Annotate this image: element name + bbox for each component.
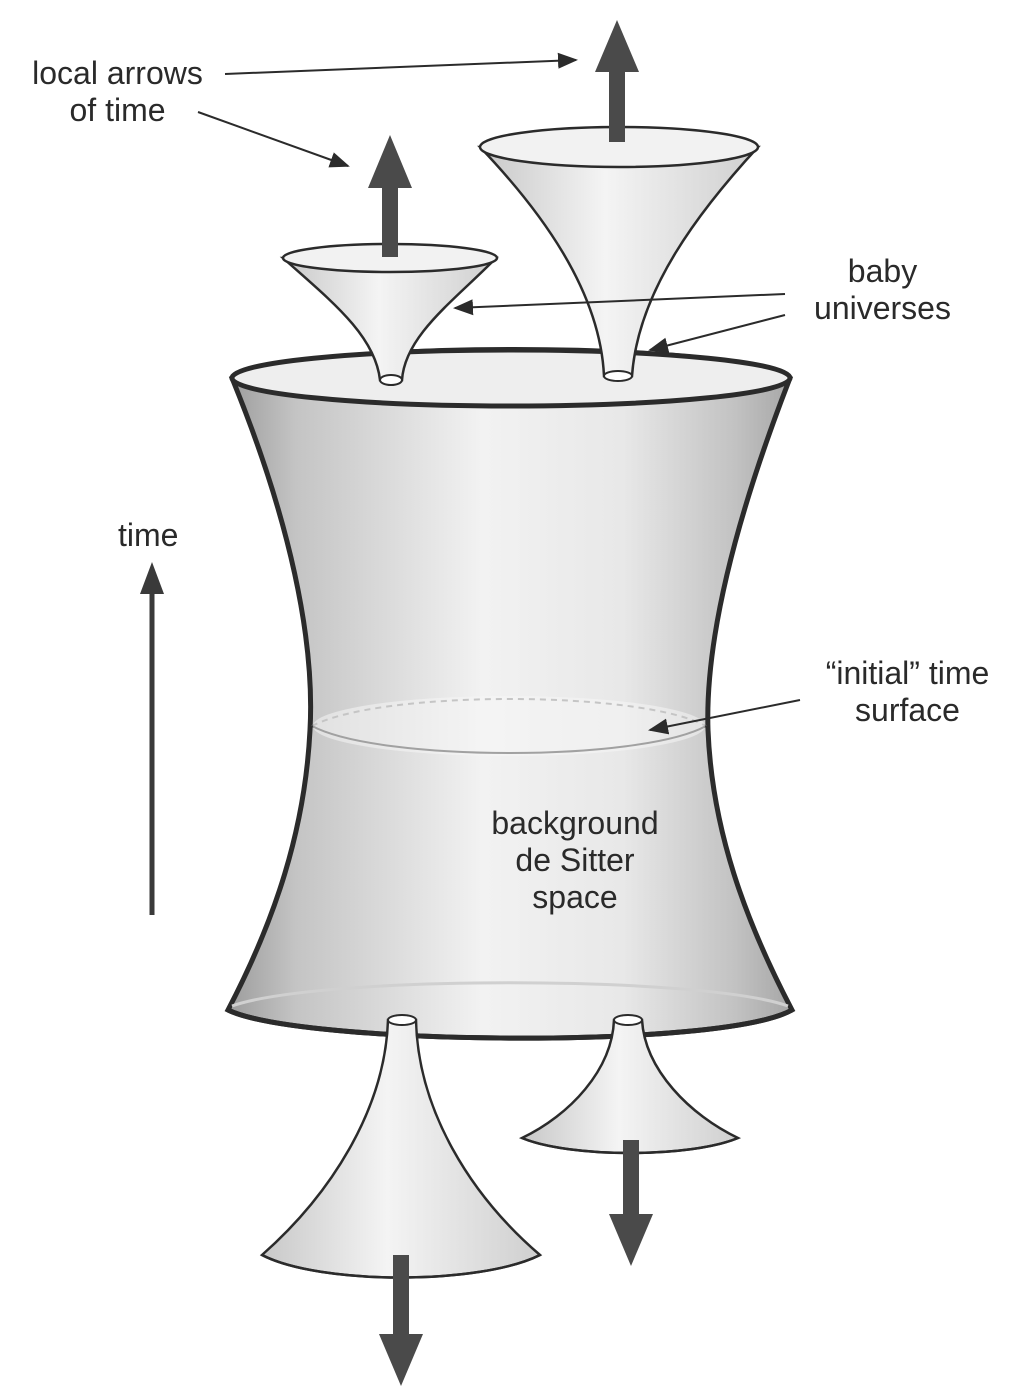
baby-universe-upper-right	[477, 125, 761, 382]
local-arrow-upper-right-icon	[595, 20, 639, 142]
background-label-line2: de Sitter	[515, 842, 635, 878]
background-label-line3: space	[532, 879, 618, 915]
local-arrows-label: local arrows of time	[10, 55, 225, 129]
de-sitter-space-body	[224, 347, 796, 1041]
background-label-line1: background	[491, 805, 659, 841]
local-arrows-label-line2: of time	[69, 92, 166, 128]
initial-surface-label-line2: surface	[855, 692, 960, 728]
initial-time-surface-label: “initial” time surface	[795, 655, 1020, 729]
local-arrow-lower-left-icon	[379, 1255, 423, 1386]
label-pointers	[197, 52, 801, 735]
baby-universes-label-line2: universes	[814, 290, 951, 326]
baby-universes-label: baby universes	[795, 253, 970, 327]
baby-universe-upper-left	[279, 242, 499, 386]
local-arrow-upper-left-icon	[368, 135, 412, 257]
local-arrow-lower-right-icon	[609, 1140, 653, 1266]
baby-universe-lower-right	[518, 1014, 742, 1155]
background-de-sitter-label: background de Sitter space	[460, 805, 690, 916]
initial-surface-label-line1: “initial” time	[825, 655, 990, 691]
time-label: time	[118, 517, 179, 553]
baby-universes-label-line1: baby	[847, 253, 918, 289]
baby-universe-lower-left	[259, 1014, 543, 1279]
local-arrows-label-line1: local arrows	[32, 55, 203, 91]
time-arrow-icon	[140, 562, 164, 915]
